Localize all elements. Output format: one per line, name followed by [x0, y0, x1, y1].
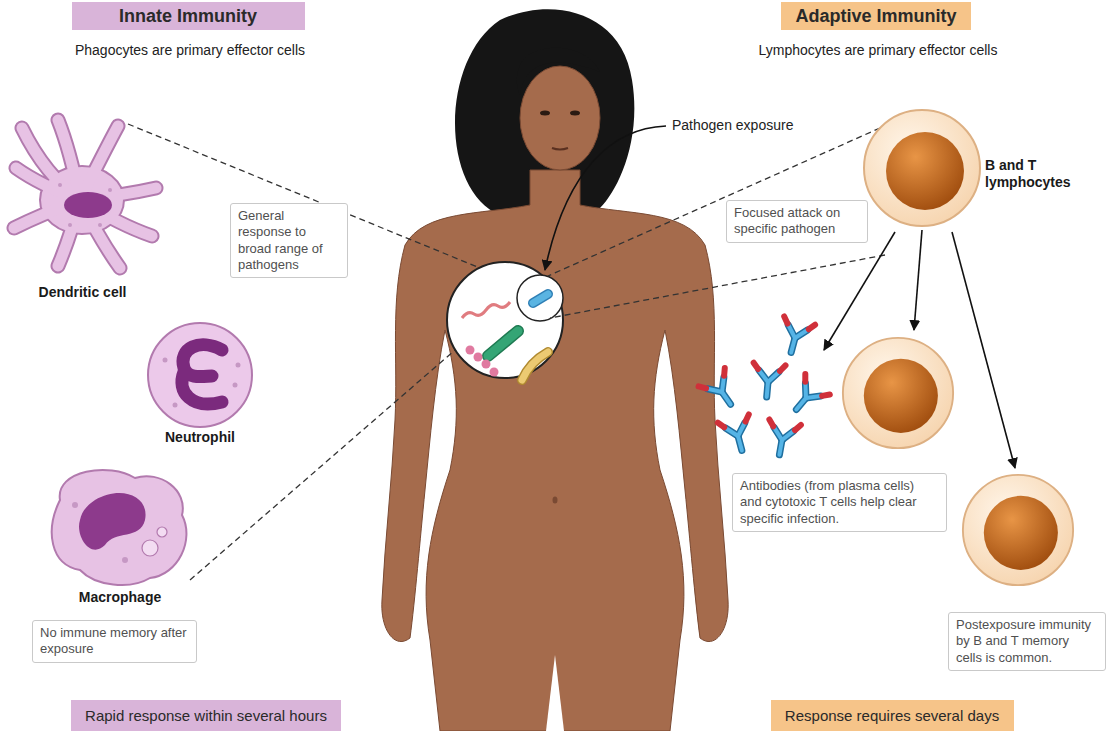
- pathogen-circle-part: [490, 368, 499, 377]
- macrophage-cell-part: [122, 557, 128, 563]
- cell-label: Macrophage: [45, 468, 195, 606]
- pathogen-circle-part: [462, 302, 510, 318]
- eye: [570, 111, 580, 116]
- lymphocyte-arrow: [824, 230, 1015, 468]
- timing-band: Response requires several days: [771, 700, 1014, 731]
- pathogen-circle: [447, 262, 563, 380]
- note-box: Focused attack on specific pathogen: [726, 200, 868, 243]
- pathogen-circle-part: [533, 294, 548, 303]
- dendritic-cell-part: [14, 120, 156, 268]
- neutrophil-cell: [148, 323, 252, 427]
- lymphocyte-cell-part: [864, 110, 980, 226]
- pathogen-circle-part: [488, 331, 518, 356]
- pathogen-circle-part: [474, 353, 483, 362]
- cell-label-text: Dendritic cell: [0, 284, 165, 301]
- cell-label-text: B and T lymphocytes: [985, 157, 1097, 191]
- head: [520, 66, 600, 170]
- dendritic-cell-part: [108, 188, 112, 192]
- neutrophil-cell-part: [163, 358, 168, 363]
- dendritic-cell-part: [98, 223, 102, 227]
- lymphocyte-arrow-part: [952, 232, 1015, 468]
- pathogen-circle-part: [517, 275, 563, 321]
- dendritic-cell-part: [68, 223, 72, 227]
- header-band: Adaptive Immunity: [781, 2, 971, 30]
- lymphocyte-arrow-part: [824, 232, 895, 350]
- dendritic-cell: [14, 120, 156, 268]
- neutrophil-cell-part: [182, 345, 222, 404]
- note-box-text: No immune memory after exposure: [40, 625, 189, 658]
- leg-gap: [546, 655, 564, 731]
- note-box-text: Focused attack on specific pathogen: [734, 205, 860, 238]
- mouth: [552, 148, 568, 150]
- pathogen-circle-part: [488, 331, 518, 356]
- lymphocyte-cell-part: [843, 338, 953, 448]
- cell-label: B and T lymphocytes: [860, 105, 1105, 235]
- dendritic-cell-part: [14, 120, 156, 268]
- dashed-leader-part: [548, 128, 880, 276]
- hair-fringe: [517, 48, 600, 95]
- exposure-arrow: [545, 126, 666, 270]
- subtitle-text: Phagocytes are primary effector cells: [75, 42, 305, 59]
- body-silhouette: [382, 170, 728, 731]
- note-box-text: General response to broad range of patho…: [238, 208, 340, 273]
- note-box: Postexposure immunity by B and T memory …: [948, 612, 1106, 671]
- pathogen-circle-part: [533, 294, 548, 303]
- macrophage-cell-part: [52, 470, 187, 585]
- timing-band: Rapid response within several hours: [71, 700, 341, 731]
- pathogen-circle-part: [482, 360, 491, 369]
- cell-label-text: Macrophage: [45, 589, 195, 606]
- pathogen-circle-part: [466, 346, 475, 355]
- macrophage-cell-part: [157, 527, 167, 537]
- pathogen-circle-part: [447, 262, 563, 378]
- macrophage-cell-part: [72, 502, 78, 508]
- neutrophil-cell-part: [233, 383, 238, 388]
- macrophage-cell-part: [142, 540, 158, 556]
- lymphocyte-arrow-part: [914, 230, 922, 330]
- neutrophil-cell-part: [236, 363, 241, 368]
- antibody-symbol-part: [764, 419, 801, 457]
- cell-label-text: Neutrophil: [140, 429, 260, 446]
- lymphocyte-cell-part: [963, 475, 1073, 585]
- antibody-symbol-part: [751, 363, 786, 399]
- neutrophil-cell-part: [148, 323, 252, 427]
- subtitle-text: Lymphocytes are primary effector cells: [759, 42, 998, 59]
- antibody-symbol-part: [718, 414, 757, 454]
- dendritic-cell-part: [58, 183, 62, 187]
- antibody-symbol: [699, 316, 830, 457]
- antibody-symbol-part: [784, 374, 830, 420]
- macrophage-cell: [52, 470, 187, 585]
- note-box-text: Antibodies (from plasma cells) and cytot…: [740, 478, 939, 527]
- pathogen-circle-part: [522, 352, 548, 380]
- cell-label: Neutrophil: [140, 318, 260, 446]
- neutrophil-cell-part: [173, 403, 178, 408]
- pathogen-circle-part: [522, 352, 548, 380]
- timing-band-text: Rapid response within several hours: [85, 700, 327, 731]
- note-box-text: Postexposure immunity by B and T memory …: [956, 617, 1098, 666]
- cell-label: Dendritic cell: [0, 115, 165, 301]
- antibody-symbol-part: [699, 368, 744, 413]
- header-band: Innate Immunity: [72, 2, 305, 30]
- note-box: No immune memory after exposure: [32, 620, 197, 663]
- eye: [540, 111, 550, 116]
- note-box: General response to broad range of patho…: [230, 203, 348, 278]
- timing-band-text: Response requires several days: [785, 700, 999, 731]
- macrophage-cell-part: [79, 493, 146, 550]
- header-band-text: Innate Immunity: [119, 2, 257, 30]
- callout-label: Pathogen exposure: [672, 117, 793, 134]
- dashed-leader-part: [550, 255, 885, 318]
- antibody-symbol-part: [776, 316, 815, 356]
- header-band-text: Adaptive Immunity: [795, 2, 956, 30]
- navel: [553, 497, 558, 504]
- dendritic-cell-part: [64, 192, 112, 218]
- note-box: Antibodies (from plasma cells) and cytot…: [732, 473, 947, 532]
